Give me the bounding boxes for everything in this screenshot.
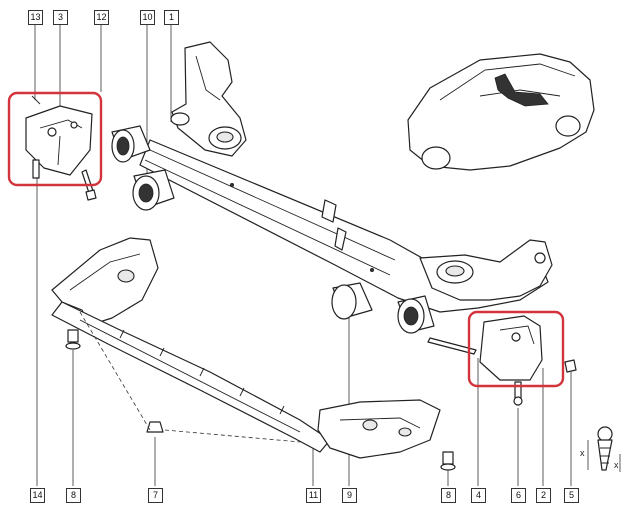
- car-silhouette: [407, 53, 595, 171]
- fastener-dashed-link: [164, 429, 301, 443]
- callout-3: 3: [53, 10, 68, 25]
- bolt-detail: [587, 426, 621, 472]
- rear-axle-beam: [139, 41, 553, 313]
- callout-9: 9: [342, 488, 357, 503]
- underbody-shield: [51, 237, 441, 459]
- dimension-label-x-left: x: [580, 448, 585, 458]
- callout-8-right: 8: [441, 488, 456, 503]
- fasteners: [65, 329, 456, 471]
- callout-7: 7: [148, 488, 163, 503]
- callout-14: 14: [30, 488, 45, 503]
- right-bracket-highlight-frame: [467, 310, 565, 388]
- fastener-dashed-link-2: [79, 311, 151, 431]
- dimension-label-x-right: x: [614, 460, 619, 470]
- bushing-right-pair: [331, 282, 435, 334]
- callout-6: 6: [511, 488, 526, 503]
- callout-5: 5: [564, 488, 579, 503]
- callout-1: 1: [164, 10, 179, 25]
- callout-11: 11: [306, 488, 321, 503]
- callout-12: 12: [94, 10, 109, 25]
- leader-lines: [34, 24, 572, 486]
- callout-10: 10: [140, 10, 155, 25]
- left-mount-bracket: [25, 95, 97, 201]
- bushing-left-pair: [111, 125, 175, 211]
- callout-4: 4: [471, 488, 486, 503]
- callout-8-left: 8: [66, 488, 81, 503]
- left-bracket-highlight-frame: [7, 91, 103, 187]
- callout-2: 2: [536, 488, 551, 503]
- callout-13: 13: [28, 10, 43, 25]
- right-mount-bracket: [427, 315, 577, 406]
